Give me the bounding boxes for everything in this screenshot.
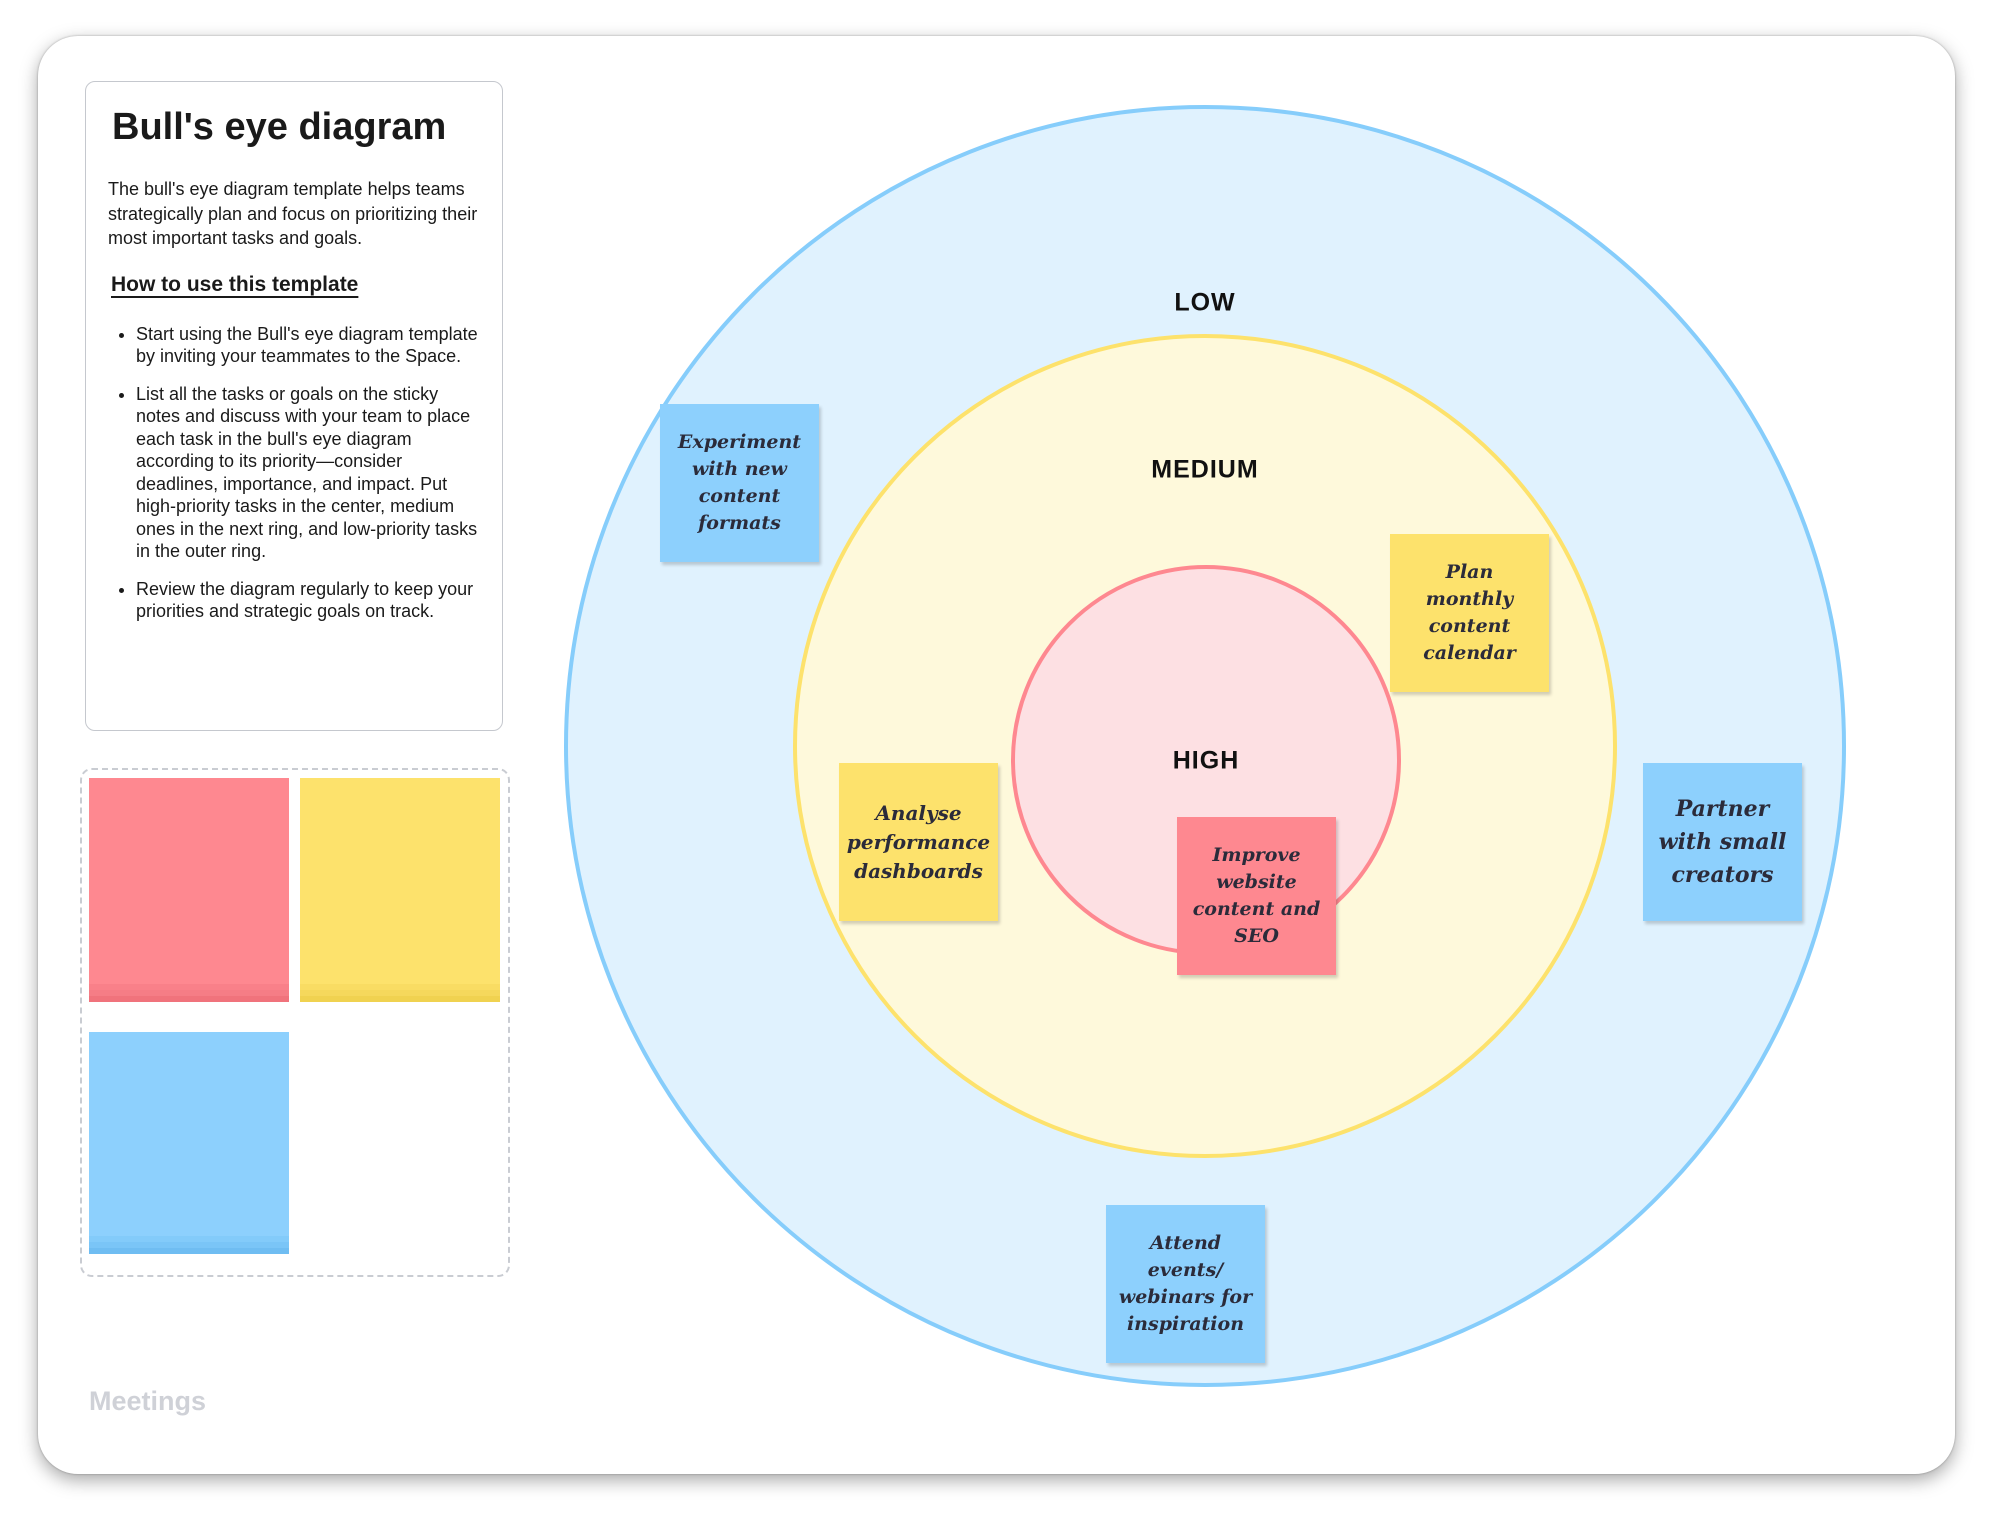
howto-steps: Start using the Bull's eye diagram templ… <box>108 323 480 623</box>
medium-ring-label: MEDIUM <box>1151 455 1259 484</box>
howto-heading: How to use this template <box>111 272 359 296</box>
howto-step: Review the diagram regularly to keep you… <box>136 578 480 623</box>
high-ring-label: HIGH <box>1172 746 1240 775</box>
blue-sticky-stack[interactable] <box>89 1032 289 1258</box>
sticky-note[interactable]: Improve website content and SEO <box>1177 817 1336 975</box>
howto-step: List all the tasks or goals on the stick… <box>136 383 480 563</box>
sticky-note[interactable]: Experiment with new content formats <box>660 404 819 562</box>
sticky-note-palette <box>80 768 510 1277</box>
howto-step: Start using the Bull's eye diagram templ… <box>136 323 480 368</box>
sticky-note[interactable]: Plan monthly content calendar <box>1390 534 1549 692</box>
sticky-note[interactable]: Analyse performance dashboards <box>839 763 998 921</box>
low-ring-label: LOW <box>1174 288 1236 317</box>
panel-title: Bull's eye diagram <box>112 106 447 148</box>
panel-description: The bull's eye diagram template helps te… <box>108 179 478 248</box>
sticky-note[interactable]: Partner with small creators <box>1643 763 1802 921</box>
yellow-sticky-stack[interactable] <box>300 778 500 1004</box>
template-info-panel: Bull's eye diagram The bull's eye diagra… <box>85 81 503 731</box>
board-label: Meetings <box>89 1386 207 1416</box>
red-sticky-stack[interactable] <box>89 778 289 1004</box>
sticky-note[interactable]: Attend events/ webinars for inspiration <box>1106 1205 1265 1363</box>
